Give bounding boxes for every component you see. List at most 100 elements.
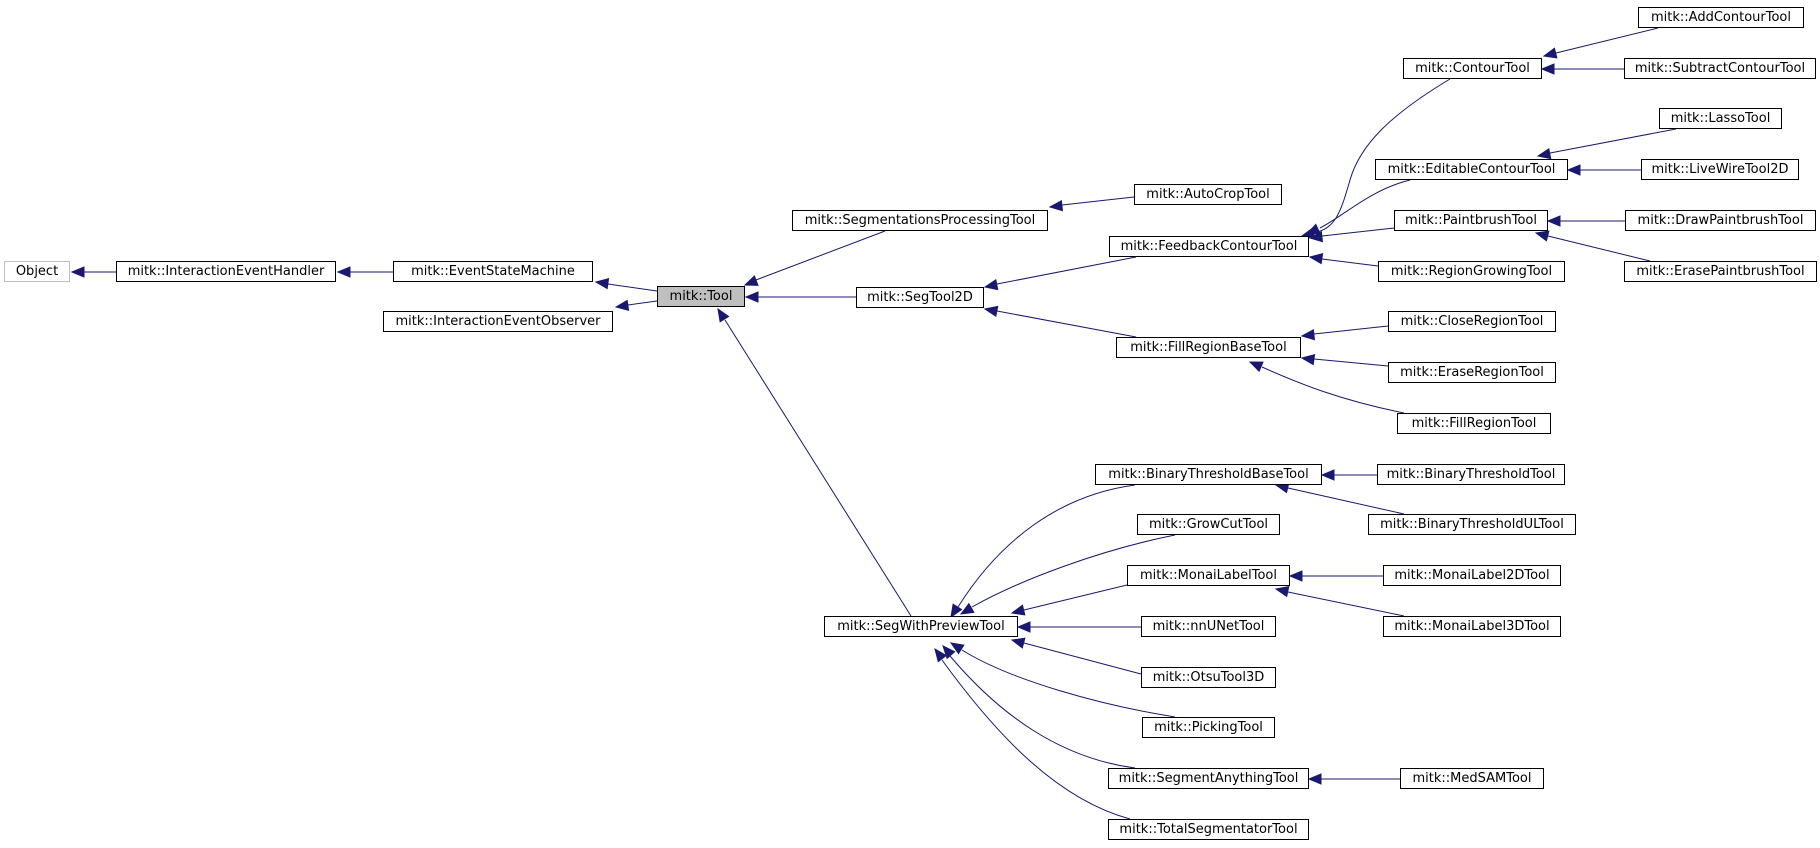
edge-sat-swpt-arrowhead bbox=[942, 645, 956, 660]
edge-btbt-swpt-line bbox=[957, 484, 1136, 608]
edge-pick-swpt-line bbox=[961, 649, 1176, 718]
node-add-contour-tool[interactable]: mitk::AddContourTool bbox=[1638, 7, 1804, 28]
node-auto-crop-tool[interactable]: mitk::AutoCropTool bbox=[1134, 184, 1282, 205]
edge-frbt-st2d-arrowhead bbox=[983, 305, 999, 318]
edge-ect-fct bbox=[1305, 179, 1411, 235]
node-monai-label-2d-tool[interactable]: mitk::MonaiLabel2DTool bbox=[1383, 565, 1561, 586]
node-binary-threshold-tool[interactable]: mitk::BinaryThresholdTool bbox=[1377, 464, 1565, 485]
node-seg-with-preview-tool[interactable]: mitk::SegWithPreviewTool bbox=[824, 616, 1018, 637]
edge-fct-st2d-line bbox=[996, 256, 1137, 285]
edge-esm-handler bbox=[336, 266, 393, 278]
node-event-state-machine[interactable]: mitk::EventStateMachine bbox=[393, 261, 593, 282]
edge-spt-tool bbox=[743, 230, 886, 286]
node-draw-paintbrush-tool[interactable]: mitk::DrawPaintbrushTool bbox=[1625, 210, 1816, 231]
node-binary-threshold-base-tool[interactable]: mitk::BinaryThresholdBaseTool bbox=[1095, 464, 1322, 485]
edge-ml3d-mlt-arrowhead bbox=[1274, 585, 1290, 598]
node-interaction-event-observer[interactable]: mitk::InteractionEventObserver bbox=[383, 311, 613, 332]
edge-tool-esm-line bbox=[607, 283, 658, 292]
edge-adct-ct bbox=[1542, 27, 1659, 59]
edge-btt-btbt-arrowhead bbox=[1320, 469, 1335, 481]
edge-mlt-swpt-arrowhead bbox=[1010, 604, 1026, 616]
edge-adct-ct-line bbox=[1555, 27, 1659, 54]
node-tool[interactable]: mitk::Tool bbox=[657, 286, 745, 307]
edge-frt-frbt-arrowhead bbox=[1248, 361, 1264, 373]
node-region-growing-tool[interactable]: mitk::RegionGrowingTool bbox=[1378, 261, 1565, 282]
node-med-sam-tool[interactable]: mitk::MedSAMTool bbox=[1400, 768, 1544, 789]
edge-fct-st2d-arrowhead bbox=[983, 278, 999, 291]
node-segment-anything-tool[interactable]: mitk::SegmentAnythingTool bbox=[1108, 768, 1309, 789]
node-monai-label-3d-tool[interactable]: mitk::MonaiLabel3DTool bbox=[1383, 616, 1561, 637]
edge-nnu-swpt bbox=[1016, 621, 1141, 633]
edge-act-spt-line bbox=[1061, 196, 1135, 206]
node-lasso-tool[interactable]: mitk::LassoTool bbox=[1659, 108, 1782, 129]
edge-sat-swpt-line bbox=[949, 655, 1136, 769]
node-paintbrush-tool[interactable]: mitk::PaintbrushTool bbox=[1394, 210, 1548, 231]
edge-otsu-swpt-arrowhead bbox=[1010, 637, 1026, 649]
edge-tst-swpt bbox=[934, 647, 1131, 820]
node-segmentations-processing-tool[interactable]: mitk::SegmentationsProcessingTool bbox=[792, 210, 1048, 231]
edge-swpt-tool-line bbox=[724, 319, 912, 617]
node-monai-label-tool[interactable]: mitk::MonaiLabelTool bbox=[1127, 565, 1290, 586]
node-nn-unet-tool[interactable]: mitk::nnUNetTool bbox=[1141, 616, 1276, 637]
edge-gct-swpt-line bbox=[971, 534, 1176, 608]
edge-ect-fct-arrowhead bbox=[1305, 223, 1321, 235]
edge-crt-frbt bbox=[1300, 325, 1389, 341]
edge-btt-btbt bbox=[1320, 469, 1377, 481]
node-erase-paintbrush-tool[interactable]: mitk::ErasePaintbrushTool bbox=[1624, 261, 1817, 282]
edge-rgt-fct-arrowhead bbox=[1308, 253, 1324, 265]
edge-dpt-pbt bbox=[1546, 215, 1625, 227]
edge-rgt-fct bbox=[1308, 253, 1379, 267]
node-fill-region-tool[interactable]: mitk::FillRegionTool bbox=[1397, 413, 1551, 434]
edge-tool-esm bbox=[594, 278, 658, 292]
edge-btbt-swpt bbox=[950, 484, 1136, 619]
edge-frbt-st2d bbox=[983, 305, 1137, 338]
edge-ept-pbt-line bbox=[1547, 235, 1651, 262]
edge-gct-swpt-arrowhead bbox=[959, 602, 975, 615]
node-seg-tool-2d[interactable]: mitk::SegTool2D bbox=[856, 287, 984, 308]
node-picking-tool[interactable]: mitk::PickingTool bbox=[1142, 717, 1275, 738]
edge-frt-frbt bbox=[1248, 361, 1405, 414]
node-binary-threshold-ul-tool[interactable]: mitk::BinaryThresholdULTool bbox=[1368, 514, 1576, 535]
edge-sct-ct bbox=[1540, 63, 1624, 75]
edge-tst-swpt-arrowhead bbox=[934, 647, 948, 663]
edge-pick-swpt-arrowhead bbox=[949, 642, 965, 655]
node-erase-region-tool[interactable]: mitk::EraseRegionTool bbox=[1388, 362, 1556, 383]
edge-swpt-tool-arrowhead bbox=[717, 307, 730, 323]
edge-pbt-fct-arrowhead bbox=[1308, 230, 1324, 243]
edge-btul-btbt-line bbox=[1287, 487, 1405, 515]
edge-handler-object-arrowhead bbox=[70, 266, 85, 278]
node-feedback-contour-tool[interactable]: mitk::FeedbackContourTool bbox=[1109, 236, 1309, 257]
edge-esm-handler-arrowhead bbox=[336, 266, 351, 278]
edge-adct-ct-arrowhead bbox=[1542, 47, 1558, 59]
edge-pbt-fct-line bbox=[1321, 227, 1395, 237]
edge-ml2d-mlt bbox=[1288, 570, 1383, 582]
edge-gct-swpt bbox=[959, 534, 1176, 615]
node-fill-region-base-tool[interactable]: mitk::FillRegionBaseTool bbox=[1116, 337, 1301, 358]
edge-ept-pbt bbox=[1534, 230, 1651, 262]
edge-sat-swpt bbox=[942, 645, 1136, 769]
edge-btul-btbt bbox=[1274, 482, 1405, 515]
node-total-segmentator-tool[interactable]: mitk::TotalSegmentatorTool bbox=[1108, 819, 1309, 840]
edge-crt-frbt-line bbox=[1313, 325, 1389, 335]
edge-ept-pbt-arrowhead bbox=[1534, 230, 1550, 242]
edge-lt-ect-arrowhead bbox=[1536, 147, 1552, 160]
edge-ert-frbt-arrowhead bbox=[1300, 354, 1316, 366]
node-close-region-tool[interactable]: mitk::CloseRegionTool bbox=[1388, 311, 1556, 332]
node-contour-tool[interactable]: mitk::ContourTool bbox=[1403, 58, 1542, 79]
edge-ect-fct-line bbox=[1319, 179, 1411, 229]
node-live-wire-tool-2d[interactable]: mitk::LiveWireTool2D bbox=[1641, 159, 1799, 180]
edge-otsu-swpt bbox=[1010, 637, 1142, 675]
edge-rgt-fct-line bbox=[1321, 258, 1379, 267]
edge-tool-observer bbox=[614, 299, 658, 311]
edge-msam-sat bbox=[1307, 773, 1400, 785]
node-editable-contour-tool[interactable]: mitk::EditableContourTool bbox=[1375, 159, 1568, 180]
edge-mlt-swpt-line bbox=[1023, 584, 1128, 611]
node-object[interactable]: Object bbox=[4, 261, 70, 282]
node-subtract-contour-tool[interactable]: mitk::SubtractContourTool bbox=[1624, 58, 1816, 79]
edge-sct-ct-arrowhead bbox=[1540, 63, 1555, 75]
node-otsu-tool-3d[interactable]: mitk::OtsuTool3D bbox=[1141, 667, 1276, 688]
node-interaction-event-handler[interactable]: mitk::InteractionEventHandler bbox=[116, 261, 336, 282]
node-grow-cut-tool[interactable]: mitk::GrowCutTool bbox=[1137, 514, 1280, 535]
edge-handler-object bbox=[70, 266, 116, 278]
